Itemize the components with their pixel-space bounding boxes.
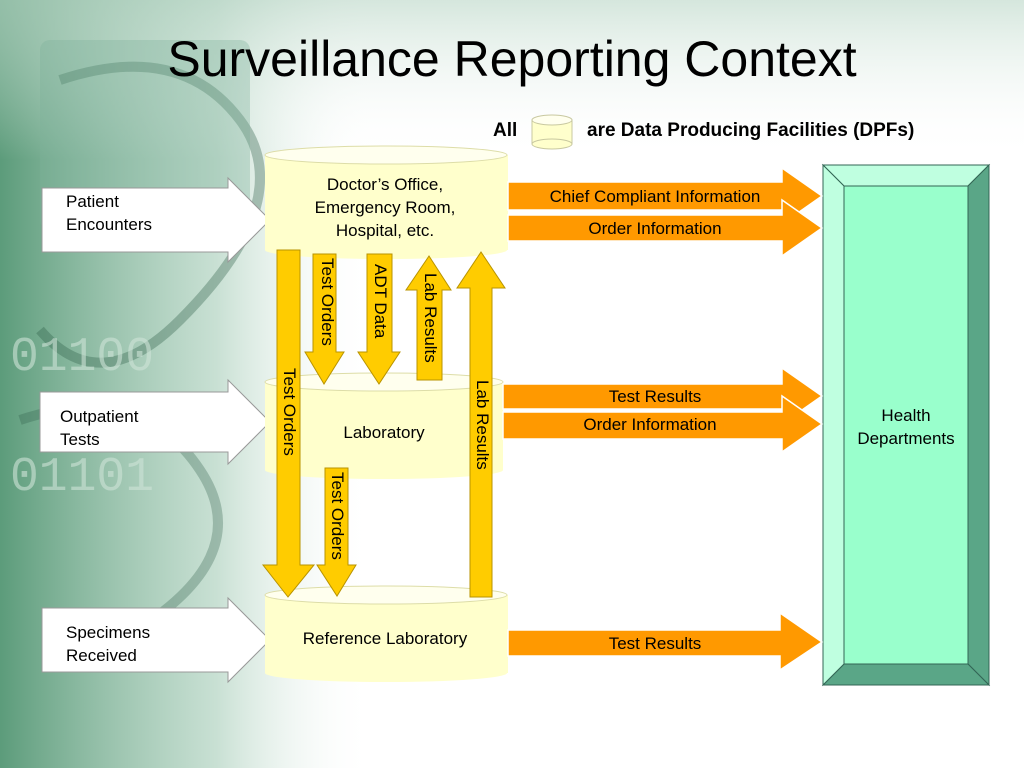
- adt-data-arrow: [357, 253, 401, 385]
- svg-text:01101: 01101: [10, 451, 154, 505]
- reference-laboratory-cylinder: [264, 585, 508, 682]
- legend-cylinder-icon: [531, 114, 573, 150]
- test-orders-long-arrow: [261, 249, 316, 598]
- doctor-office-label: Doctor’s Office, Emergency Room, Hospita…: [314, 175, 456, 240]
- test-orders-label-1: Test Orders: [318, 258, 337, 346]
- patient-encounters-label: Patient Encounters: [66, 192, 152, 234]
- outpatient-tests-arrow: [39, 378, 271, 466]
- lab-results-long-arrow: [456, 251, 506, 598]
- order-information-arrow-2: [502, 394, 824, 454]
- test-results-arrow-2: [507, 611, 824, 672]
- test-orders-label-2: Test Orders: [328, 472, 347, 560]
- test-orders-arrow-2: [316, 467, 357, 597]
- lab-results-arrow-1: [405, 255, 452, 381]
- chief-complaint-label: Chief Compliant Information: [549, 187, 761, 206]
- health-departments-label: Health Departments: [857, 406, 955, 448]
- health-departments-box: [821, 163, 991, 687]
- test-orders-long-label: Test Orders: [280, 368, 299, 456]
- test-orders-arrow-1: [304, 253, 345, 385]
- outpatient-tests-label: Outpatient Tests: [60, 407, 139, 449]
- adt-data-label: ADT Data: [371, 264, 390, 339]
- test-results-label-1: Test Results: [608, 387, 702, 406]
- slide-title: Surveillance Reporting Context: [167, 31, 857, 87]
- reference-laboratory-label: Reference Laboratory: [302, 629, 468, 648]
- chief-complaint-arrow: [507, 166, 824, 226]
- legend-prefix: All: [493, 120, 518, 141]
- order-information-label-2: Order Information: [583, 415, 717, 434]
- legend-suffix: are Data Producing Facilities (DPFs): [587, 120, 915, 141]
- order-information-label-1: Order Information: [588, 219, 722, 238]
- patient-encounters-arrow: [41, 176, 271, 264]
- order-information-arrow-1: [507, 198, 824, 258]
- specimens-received-arrow: [41, 596, 271, 684]
- specimens-received-label: Specimens Received: [66, 623, 151, 665]
- doctor-office-cylinder: [264, 145, 508, 259]
- test-results-label-2: Test Results: [608, 634, 702, 653]
- laboratory-label: Laboratory: [343, 423, 425, 442]
- lab-results-label-1: Lab Results: [421, 273, 440, 363]
- svg-text:01100: 01100: [10, 331, 154, 385]
- lab-results-long-label: Lab Results: [473, 380, 492, 470]
